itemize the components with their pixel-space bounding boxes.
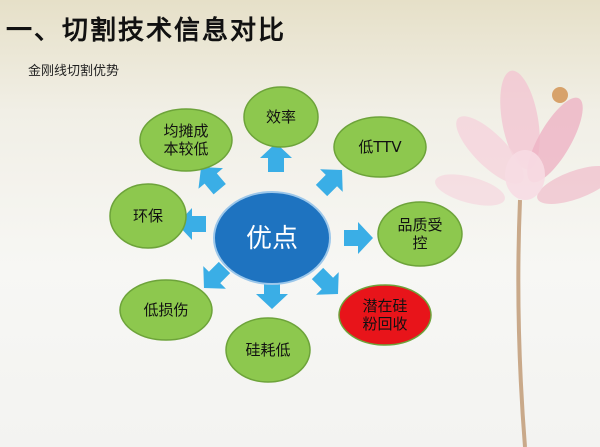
node-ellipse	[333, 116, 427, 178]
node-ellipse	[119, 279, 213, 341]
arrow-icon-low-cost	[198, 166, 226, 195]
node-efficiency: 效率	[243, 86, 319, 148]
arrow-icon-low-ttv	[315, 169, 343, 197]
node-label: 粉回收	[362, 315, 407, 333]
node-label: 本较低	[163, 140, 208, 158]
arrow-icon-efficiency	[260, 143, 292, 172]
arrow-icon-low-damage	[203, 261, 231, 289]
slide-subtitle: 金刚线切割优势	[28, 64, 120, 79]
node-low-ttv: 低TTV	[333, 116, 427, 178]
center-label: 优点	[246, 224, 298, 254]
node-low-damage: 低损伤	[119, 279, 213, 341]
node-label: 低损伤	[143, 301, 188, 319]
node-ellipse	[139, 108, 233, 172]
node-low-silicon-loss: 硅耗低	[225, 317, 311, 383]
node-label: 品质受	[397, 216, 442, 234]
slide-title: 一、切割技术信息对比	[6, 16, 287, 46]
node-label: 均摊成	[163, 122, 208, 140]
center-node: 优点	[213, 191, 331, 285]
node-ellipse	[338, 284, 432, 346]
lotus-decoration	[435, 70, 600, 447]
node-label: 低TTV	[358, 138, 402, 156]
node-ellipse	[109, 183, 187, 249]
arrow-icon-silicon-powder-recovery	[311, 267, 339, 295]
arrow-icon-quality-control	[344, 222, 373, 254]
node-ellipse	[377, 201, 463, 267]
node-label: 控	[412, 234, 427, 252]
arrows-group	[177, 143, 373, 309]
node-ellipse	[243, 86, 319, 148]
node-label: 效率	[266, 108, 296, 126]
node-label: 环保	[133, 207, 163, 225]
node-label: 硅耗低	[245, 341, 290, 359]
node-eco-friendly: 环保	[109, 183, 187, 249]
node-ellipse	[225, 317, 311, 383]
node-label: 潜在硅	[362, 297, 407, 315]
arrow-icon-eco-friendly	[177, 208, 206, 240]
arrow-icon-low-silicon-loss	[256, 280, 288, 309]
